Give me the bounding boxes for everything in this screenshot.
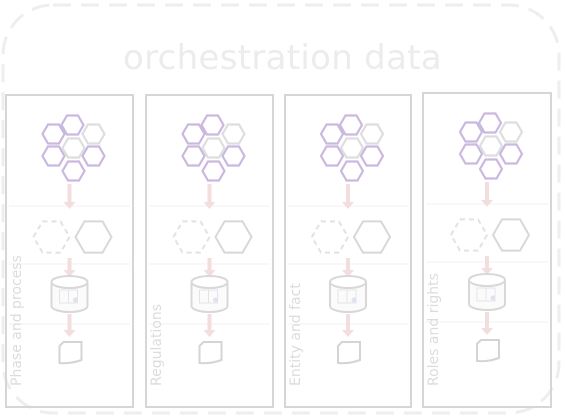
hexagon-icon	[458, 121, 484, 143]
panel-label: Roles and rights	[426, 273, 442, 386]
dashed-hexagon-icon	[32, 220, 71, 254]
hexagon-icon	[221, 123, 246, 145]
dashed-hexagon-icon	[449, 218, 489, 252]
arrow-head-icon	[481, 200, 493, 207]
hexagon-icon	[478, 135, 504, 157]
hexagon-icon	[498, 143, 524, 165]
document-icon	[337, 341, 361, 365]
panel-phase-and-process: Phase and process	[5, 94, 134, 408]
arrow-head-icon	[481, 268, 493, 275]
panel-regulations: Regulations	[145, 94, 274, 408]
hexagon-icon	[61, 137, 86, 159]
document-icon	[476, 339, 500, 363]
dashed-hexagon-icon	[172, 220, 211, 254]
hexagon-icon	[201, 160, 226, 182]
panel-label: Phase and process	[9, 255, 25, 386]
hexagon-icon	[478, 158, 504, 180]
arrow-head-icon	[481, 328, 493, 335]
diagram-title: orchestration data	[123, 38, 442, 78]
hexagon-icon	[60, 114, 85, 136]
hexagon-icon	[81, 123, 106, 145]
arrow-head-icon	[342, 202, 354, 209]
panel-label: Entity and fact	[288, 283, 304, 386]
arrow-head-icon	[203, 330, 216, 337]
arrow-head-icon	[342, 270, 354, 277]
database-icon	[50, 275, 89, 313]
panel-artwork	[149, 114, 270, 365]
hexagon-icon	[458, 143, 484, 165]
hexagon-icon	[352, 220, 392, 254]
hexagon-icon	[359, 123, 385, 145]
arrow-head-icon	[63, 330, 76, 337]
hexagon-icon	[498, 121, 524, 143]
hexagon-icon	[319, 145, 345, 167]
hexagon-icon	[359, 145, 385, 167]
hexagon-icon	[214, 220, 253, 254]
hexagon-icon	[221, 145, 246, 167]
hexagon-icon	[200, 114, 225, 136]
arrow-head-icon	[203, 202, 216, 209]
panel-artwork	[288, 114, 408, 365]
panel-artwork	[9, 114, 130, 365]
hexagon-icon	[339, 160, 365, 182]
hexagon-icon	[181, 145, 206, 167]
panel-label: Regulations	[149, 303, 165, 386]
panel-roles-and-rights: Roles and rights	[422, 92, 552, 408]
hexagon-icon	[338, 114, 364, 136]
hexagon-icon	[41, 145, 66, 167]
arrow-head-icon	[63, 202, 76, 209]
hexagon-icon	[491, 218, 531, 252]
hexagon-icon	[74, 220, 113, 254]
hexagon-icon	[201, 137, 226, 159]
dashed-hexagon-icon	[310, 220, 350, 254]
arrow-head-icon	[203, 270, 216, 277]
hexagon-icon	[477, 112, 503, 134]
document-icon	[58, 341, 83, 365]
arrow-head-icon	[63, 270, 76, 277]
arrow-head-icon	[342, 330, 354, 337]
hexagon-icon	[319, 123, 345, 145]
database-icon	[190, 275, 229, 313]
panel-entity-and-fact: Entity and fact	[284, 94, 412, 408]
database-icon	[329, 275, 367, 313]
hexagon-icon	[61, 160, 86, 182]
hexagon-icon	[41, 123, 66, 145]
hexagon-icon	[339, 137, 365, 159]
hexagon-icon	[181, 123, 206, 145]
document-icon	[198, 341, 223, 365]
database-icon	[468, 273, 506, 311]
panel-artwork	[426, 112, 548, 363]
hexagon-icon	[81, 145, 106, 167]
